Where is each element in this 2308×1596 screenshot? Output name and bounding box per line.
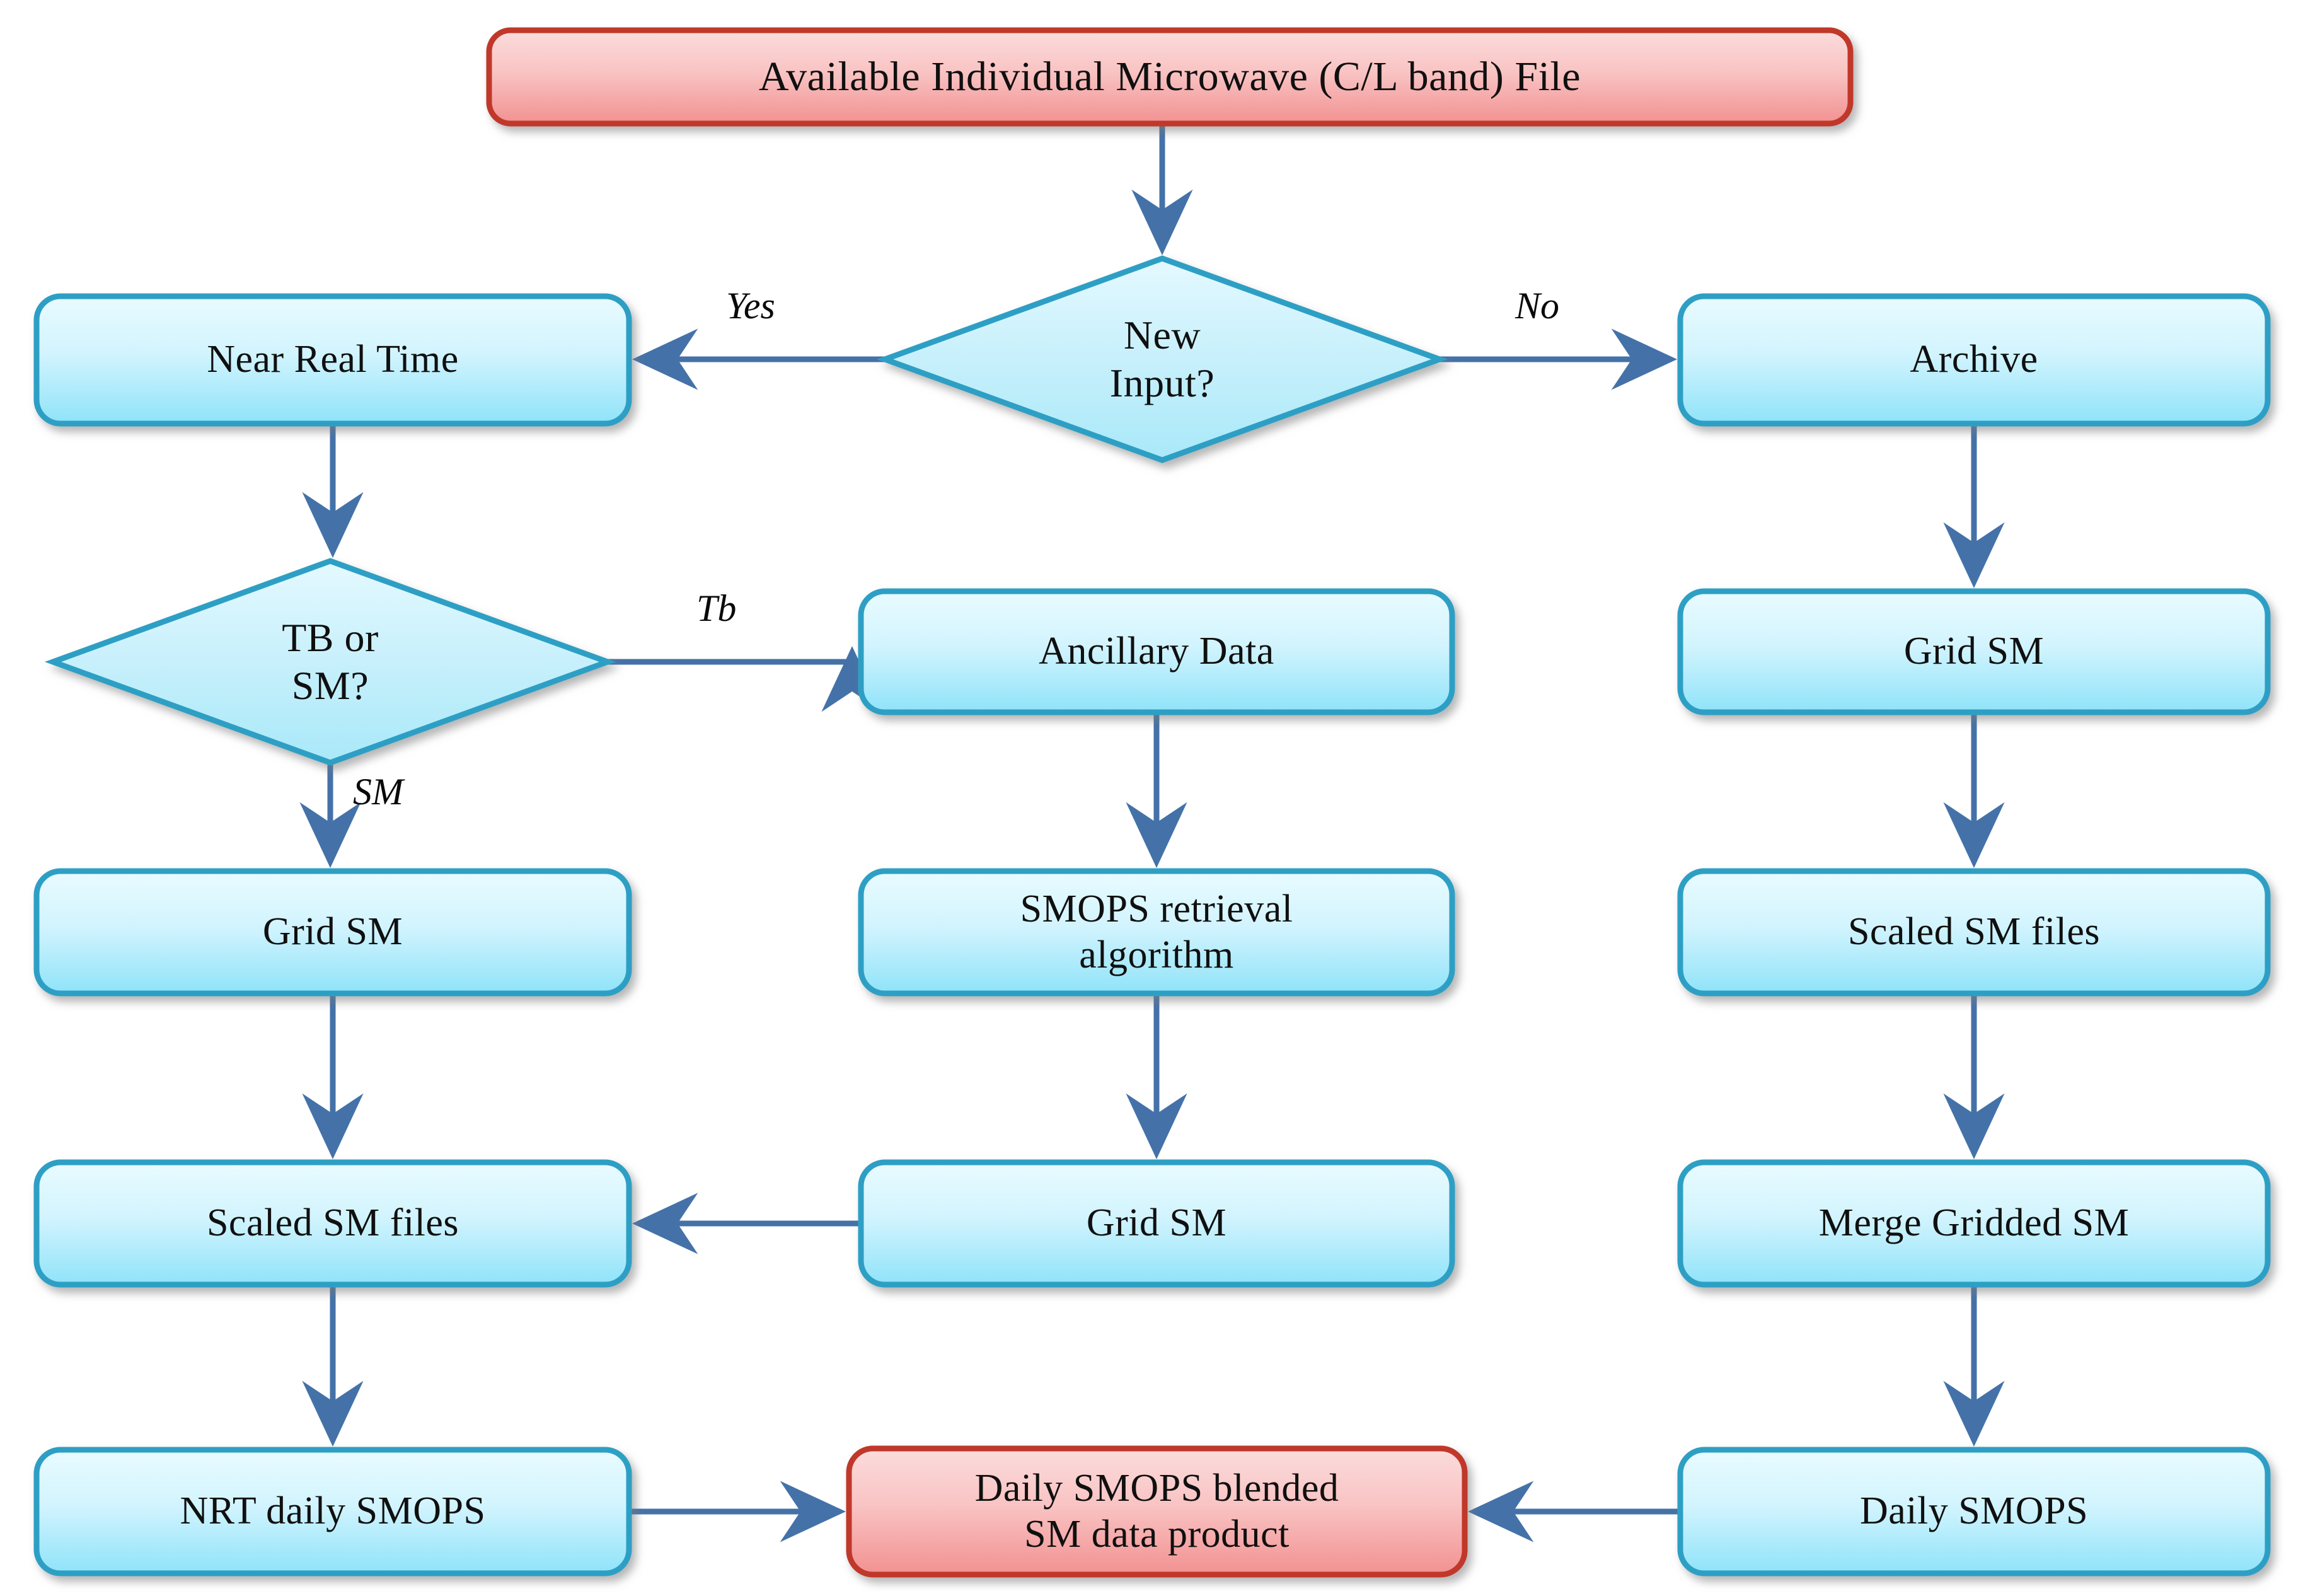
node-daily-smops[interactable] <box>1677 1447 2271 1576</box>
node-nrt-daily-smops[interactable] <box>33 1447 632 1576</box>
node-grid-sm-right[interactable] <box>1677 588 2271 715</box>
node-scaled-sm-right[interactable] <box>1677 868 2271 997</box>
edge-tbsm-tb <box>608 645 883 712</box>
node-tb-or-sm[interactable] <box>44 558 616 766</box>
edges-layer <box>299 124 2005 1542</box>
edge-label-yes: Yes <box>726 285 775 327</box>
node-grid-sm-center[interactable] <box>858 1159 1455 1288</box>
node-blended-product[interactable] <box>846 1445 1468 1578</box>
node-merge-gridded-sm[interactable] <box>1677 1159 2271 1288</box>
node-grid-sm-left[interactable] <box>33 868 632 997</box>
nodes-layer <box>33 27 2271 1578</box>
node-input-file[interactable] <box>486 27 1854 127</box>
node-new-input[interactable] <box>876 255 1448 463</box>
edge-label-tb: Tb <box>696 587 737 629</box>
node-scaled-sm-left[interactable] <box>33 1159 632 1288</box>
edge-label-no: No <box>1515 285 1560 327</box>
node-ancillary-data[interactable] <box>858 588 1455 715</box>
node-near-real-time[interactable] <box>33 293 632 427</box>
edge-label-sm: SM <box>353 771 403 812</box>
node-archive[interactable] <box>1677 293 2271 427</box>
node-smops-retrieval[interactable] <box>858 868 1455 997</box>
